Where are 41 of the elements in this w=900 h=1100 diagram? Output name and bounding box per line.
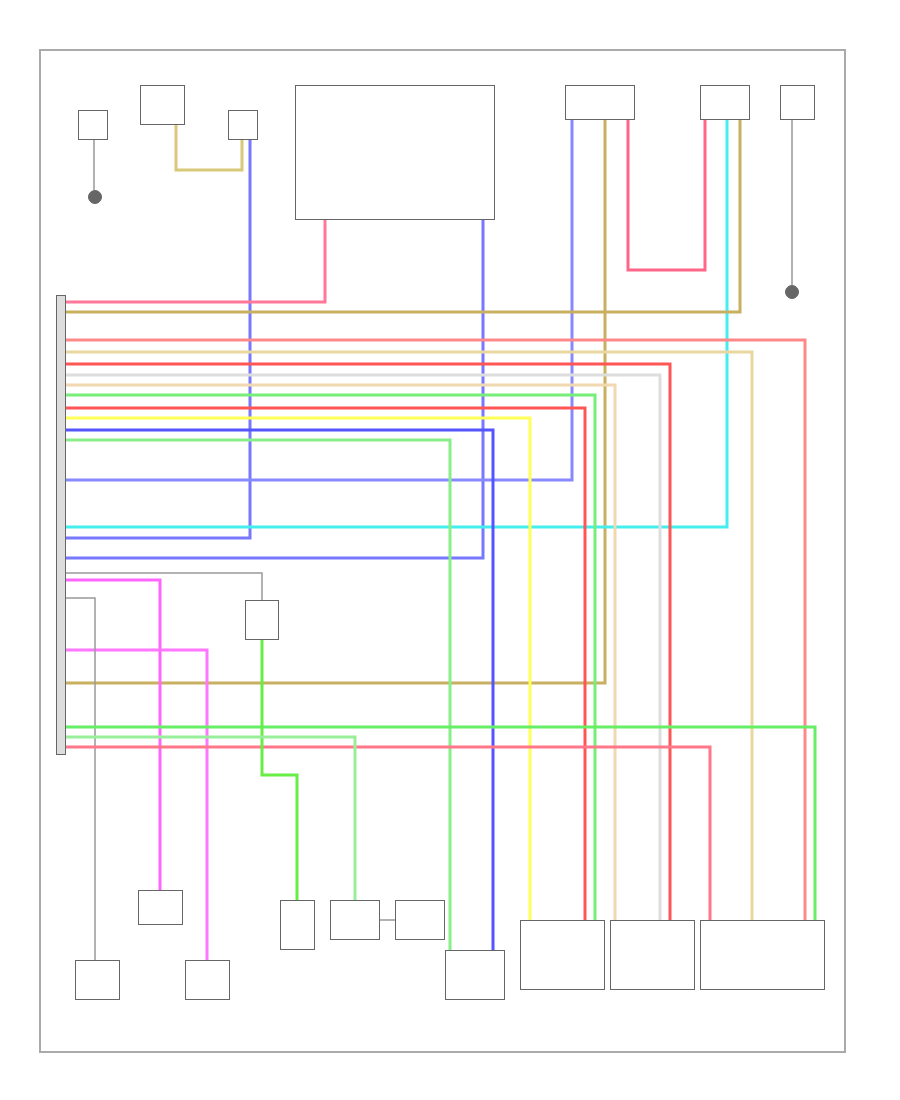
wire [260,640,299,900]
wire [66,220,327,304]
connector-box [140,85,185,125]
connector-box [610,920,695,990]
connector-box [228,110,258,140]
connector-box [245,600,279,640]
wire [66,725,817,920]
connector-box [75,960,120,1000]
connector-box [700,85,750,120]
connector-box [520,920,605,990]
wire [66,578,162,890]
wire [379,919,396,921]
wire [791,119,793,286]
wire [66,648,209,960]
connector-box [565,85,635,120]
wire [66,120,729,529]
wire [66,120,742,314]
ground-terminal [88,190,102,204]
wire [65,597,96,961]
ground-terminal [785,285,799,299]
wire [626,120,707,272]
connector-box [780,85,815,120]
connector-box [330,900,380,940]
connector-box [78,110,108,140]
connector-box [138,890,183,925]
connector-box [185,960,230,1000]
connector-box [395,900,445,940]
junction-connector-bar [56,295,66,755]
wire [66,220,485,560]
wire [65,572,263,601]
connector-box [295,85,495,220]
wire [66,120,574,482]
connector-box [700,920,825,990]
wire [66,140,252,540]
wire [66,120,607,685]
connector-box [280,900,315,950]
wire [66,745,712,920]
wire [66,735,357,900]
wire [93,139,95,191]
wire [174,125,244,172]
connector-box [445,950,505,1000]
